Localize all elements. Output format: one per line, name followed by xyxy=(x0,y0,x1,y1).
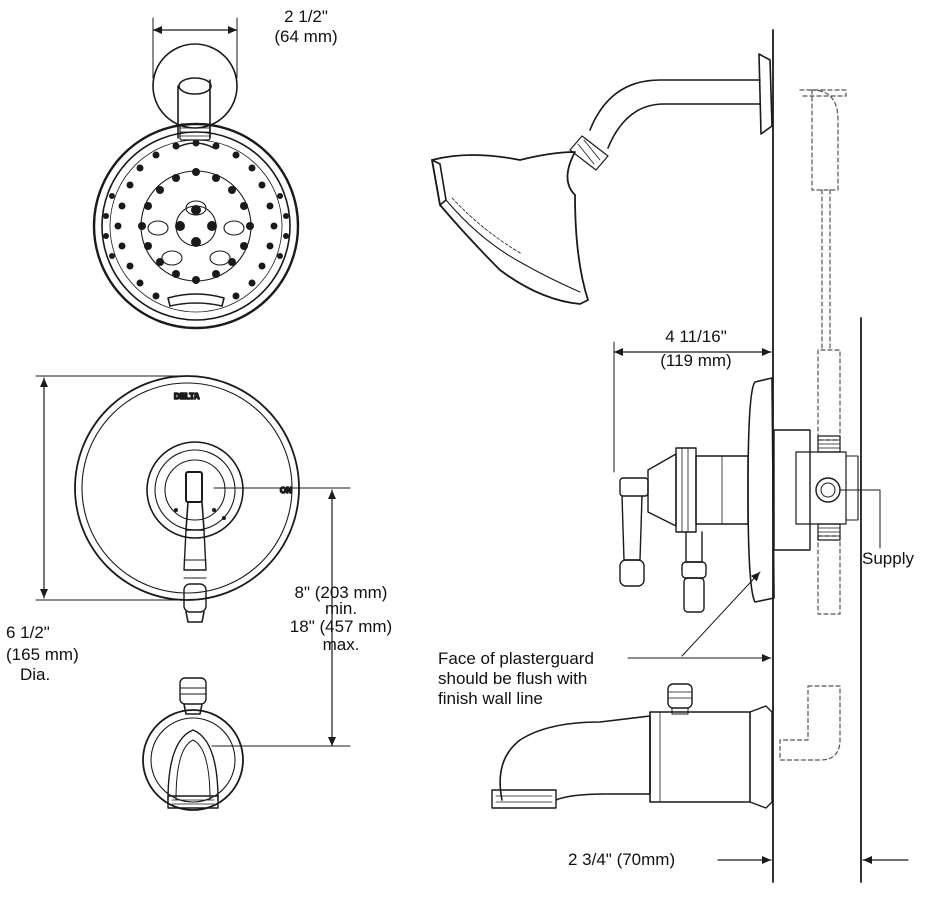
wall-flange-side xyxy=(758,53,773,135)
tub-spout-front-view xyxy=(142,677,351,811)
spout-curve xyxy=(499,715,651,801)
plasterguard-callout-line-2: should be flush with xyxy=(438,669,588,688)
plate-diameter-dia-label: Dia. xyxy=(20,665,51,684)
plate-diameter-dim-inches: 6 1/2" xyxy=(6,623,50,642)
tub-spout-side-view xyxy=(491,683,773,809)
diverter-knob-side xyxy=(667,683,693,709)
handle-base-outer xyxy=(146,441,244,539)
supply-callout: Supply xyxy=(862,549,914,568)
arm-flange-dim-inches: 2 1/2" xyxy=(284,7,328,26)
valve-to-spout-min-value: 8" (203 mm) xyxy=(294,583,388,602)
plate-diameter-dim-mm: (165 mm) xyxy=(6,645,79,664)
showerhead-front-view xyxy=(92,17,300,330)
arm-flange-dim-mm: (64 mm) xyxy=(274,27,338,46)
spout-body-side xyxy=(649,711,751,803)
brand-logo: DELTA xyxy=(174,392,200,401)
trim-projection-dim-inches: 4 11/16" xyxy=(665,327,727,346)
supply-port xyxy=(815,477,841,503)
shower-arm xyxy=(177,79,211,139)
showerhead-side-view xyxy=(431,53,773,305)
plasterguard-callout-line-3: finish wall line xyxy=(438,689,543,708)
valve-to-spout-max-value: 18" (457 mm) xyxy=(289,617,393,636)
valve-trim-side-view xyxy=(613,341,881,662)
showerhead-rim xyxy=(92,122,300,330)
wall-depth-dim-label: 2 3/4" (70mm) xyxy=(568,850,676,869)
arm-flange-outline xyxy=(152,43,238,129)
valve-trim-front-view xyxy=(35,375,351,747)
showerhead-body-side xyxy=(431,151,589,305)
shower-arm-top xyxy=(589,79,761,131)
spray-nozzles xyxy=(103,139,289,300)
valve-to-spout-min-label: min. xyxy=(324,599,358,618)
diverter-knob-front xyxy=(179,677,207,705)
plasterguard-callout-line-1: Face of plasterguard xyxy=(438,649,594,668)
lever-handle-side-front xyxy=(621,495,643,561)
mode-selector-tab xyxy=(167,293,225,307)
on-indicator-label: ON xyxy=(280,486,292,495)
valve-body-side xyxy=(773,429,811,551)
shower-arm-bottom xyxy=(607,103,761,149)
valve-to-spout-max-label: max. xyxy=(322,635,360,654)
spout-outlet xyxy=(167,795,219,809)
spout-body-front xyxy=(142,709,244,811)
lever-handle-front xyxy=(183,529,207,571)
spout-outlet-side xyxy=(491,789,557,809)
trim-projection-dim-mm: (119 mm) xyxy=(660,351,732,370)
supply-leader xyxy=(839,489,881,549)
rough-in-piping xyxy=(779,89,847,761)
escutcheon-side xyxy=(747,377,775,603)
